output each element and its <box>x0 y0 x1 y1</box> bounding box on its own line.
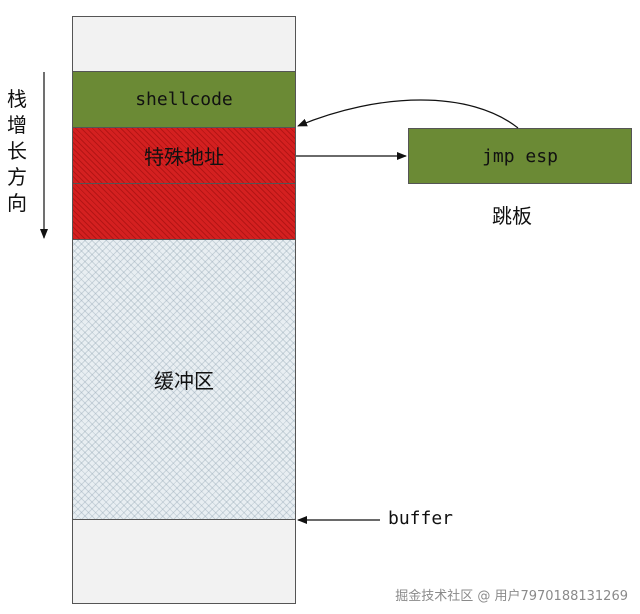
trampoline-caption: 跳板 <box>492 204 532 228</box>
overflow-fill-block <box>72 183 296 240</box>
trampoline-instruction-label: jmp esp <box>482 145 558 167</box>
shellcode-block: shellcode <box>72 71 296 128</box>
stack-growth-label: 栈增长方向 <box>7 87 27 215</box>
special-address-label: 特殊地址 <box>144 145 224 169</box>
trampoline-block: jmp esp <box>408 128 632 184</box>
trampoline-to-shellcode-arrow <box>297 99 519 129</box>
watermark: 掘金技术社区 @ 用户7970188131269 <box>395 589 628 604</box>
buffer-pointer-label: buffer <box>388 508 454 529</box>
shellcode-label: shellcode <box>135 89 233 110</box>
special-address-block: 特殊地址 <box>72 127 296 184</box>
buffer-area-block: 缓冲区 <box>72 239 296 520</box>
buffer-area-label: 缓冲区 <box>154 369 214 393</box>
